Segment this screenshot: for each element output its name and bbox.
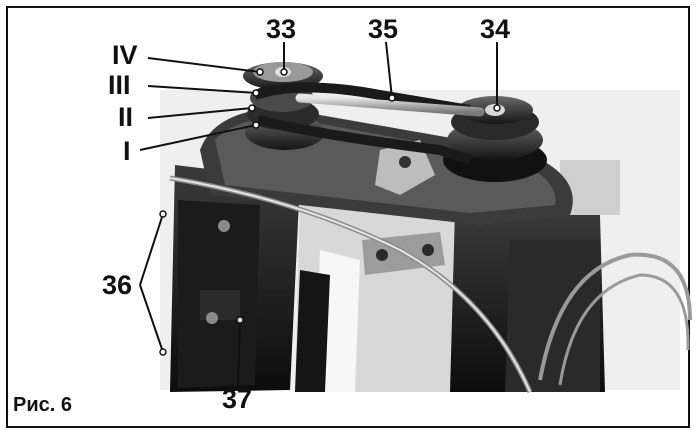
callout-35: 35 [368, 14, 399, 44]
callout-34: 34 [480, 14, 511, 44]
callout-36: 36 [102, 270, 133, 300]
figure-frame [6, 6, 690, 428]
callout-IV: IV [112, 40, 138, 70]
callout-I: I [123, 136, 131, 166]
callout-33: 33 [266, 14, 297, 44]
callout-II: II [118, 102, 134, 132]
figure-caption: Рис. 6 [13, 394, 72, 416]
callout-III: III [108, 70, 131, 100]
callout-37: 37 [222, 384, 253, 414]
